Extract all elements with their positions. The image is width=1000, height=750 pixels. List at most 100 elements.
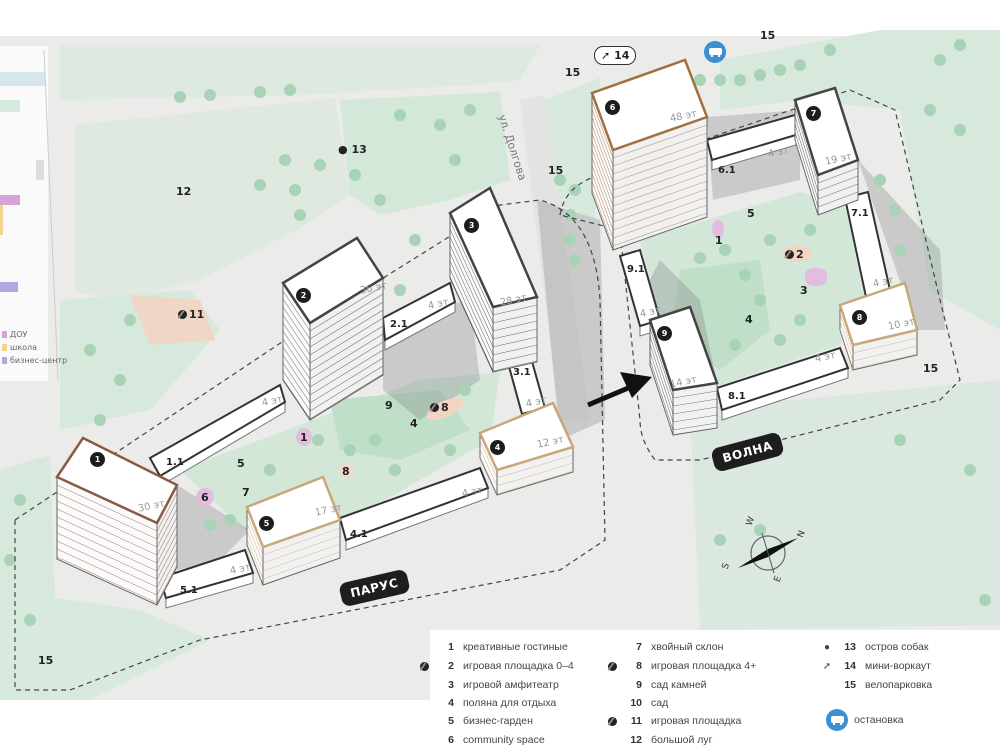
marker-dog-island[interactable]: ● 13 xyxy=(338,144,367,155)
tree-icon xyxy=(289,184,301,196)
bus-stop-icon[interactable] xyxy=(704,41,726,63)
building-number-badge[interactable]: 5 xyxy=(259,516,274,531)
marker-playground-4plus[interactable]: 8 xyxy=(430,402,449,413)
marker-number: 2 xyxy=(796,248,804,261)
tree-icon xyxy=(564,209,576,221)
tree-icon xyxy=(294,209,306,221)
connector-number[interactable]: 3.1 xyxy=(513,367,531,378)
legend-number: 13 xyxy=(844,641,856,653)
marker-workout[interactable]: ➚ 14 xyxy=(594,46,637,65)
tree-icon xyxy=(874,174,886,186)
legend-label: хвойный склон xyxy=(651,641,724,653)
building-number-badge[interactable]: 6 xyxy=(605,100,620,115)
building-number-badge[interactable]: 3 xyxy=(464,218,479,233)
building-number-badge[interactable]: 4 xyxy=(490,440,505,455)
marker-bike-parking[interactable]: 15 xyxy=(923,362,939,375)
tree-icon xyxy=(804,224,816,236)
building-8[interactable] xyxy=(838,281,919,371)
marker-business-garden[interactable]: 5 xyxy=(747,207,755,220)
connector-number[interactable]: 9.1 xyxy=(627,264,645,275)
playground-ball-icon xyxy=(607,661,617,671)
building-6[interactable] xyxy=(590,58,709,251)
building-number-badge[interactable]: 9 xyxy=(657,326,672,341)
legend-number: 9 xyxy=(636,679,642,691)
legend-label: остановка xyxy=(854,714,904,726)
paw-icon: ● xyxy=(823,641,831,653)
tree-icon xyxy=(954,124,966,136)
tree-icon xyxy=(774,64,786,76)
marker-rest-lawn[interactable]: 4 xyxy=(410,417,418,430)
tree-icon xyxy=(569,254,581,266)
connector-roof-8[interactable] xyxy=(715,346,850,412)
marker-meadow[interactable]: 12 xyxy=(176,185,192,198)
building-2[interactable] xyxy=(281,236,385,422)
building-1[interactable] xyxy=(55,436,179,606)
tree-icon xyxy=(254,86,266,98)
inset-legend-label: школа xyxy=(10,343,38,352)
marker-business-garden[interactable]: 5 xyxy=(237,457,245,470)
bus-icon xyxy=(708,47,722,57)
tree-icon xyxy=(464,104,476,116)
legend-label: сад камней xyxy=(651,679,707,691)
building-4[interactable] xyxy=(478,401,575,496)
connector-roof-4[interactable] xyxy=(338,466,490,542)
marker-amphitheatre[interactable]: 3 xyxy=(800,284,808,297)
building-3[interactable] xyxy=(448,186,539,373)
tree-icon xyxy=(934,54,946,66)
connector-roof-2[interactable] xyxy=(381,281,457,342)
marker-community-space[interactable]: 6 xyxy=(201,491,209,504)
tree-icon xyxy=(739,269,751,281)
connector-number[interactable]: 1.1 xyxy=(166,457,184,468)
marker-playground-4plus[interactable]: 8 xyxy=(342,465,350,478)
tree-icon xyxy=(349,169,361,181)
marker-number: 11 xyxy=(189,308,205,321)
legend-number: 5 xyxy=(448,715,454,727)
marker-number: 14 xyxy=(614,49,630,62)
marker-bike-parking[interactable]: 15 xyxy=(565,66,581,79)
building-number-badge[interactable]: 7 xyxy=(806,106,821,121)
dou-swatch xyxy=(2,331,7,338)
tree-icon xyxy=(954,39,966,51)
tree-icon xyxy=(444,444,456,456)
marker-bike-parking[interactable]: 15 xyxy=(548,164,564,177)
marker-bike-parking[interactable]: 15 xyxy=(760,29,776,42)
connector-number[interactable]: 5.1 xyxy=(180,585,198,596)
marker-rock-garden[interactable]: 9 xyxy=(385,399,393,412)
tree-icon xyxy=(774,334,786,346)
connector-number[interactable]: 8.1 xyxy=(728,391,746,402)
tree-icon xyxy=(124,314,136,326)
building-number-badge[interactable]: 2 xyxy=(296,288,311,303)
legend-label: большой луг xyxy=(651,734,713,746)
marker-conifer-slope[interactable]: 7 xyxy=(242,486,250,499)
connector-number[interactable]: 2.1 xyxy=(390,319,408,330)
legend-number: 10 xyxy=(630,697,642,709)
tree-icon xyxy=(369,434,381,446)
marker-rest-lawn[interactable]: 4 xyxy=(745,313,753,326)
connector-number[interactable]: 6.1 xyxy=(718,165,736,176)
tree-icon xyxy=(714,534,726,546)
connector-roof-1[interactable] xyxy=(148,383,287,478)
connector-number[interactable]: 7.1 xyxy=(851,208,869,219)
marker-bike-parking[interactable]: 15 xyxy=(38,654,54,667)
marker-playground[interactable]: 11 xyxy=(178,309,204,320)
tree-icon xyxy=(204,89,216,101)
marker-number: 8 xyxy=(441,401,449,414)
legend-label: игровая площадка 0–4 xyxy=(463,660,574,672)
marker-playground-0-4[interactable]: 2 xyxy=(785,249,804,260)
building-number-badge[interactable]: 8 xyxy=(852,310,867,325)
tree-icon xyxy=(754,524,766,536)
marker-creative-lounge[interactable]: 1 xyxy=(300,431,308,444)
connector-number[interactable]: 4.1 xyxy=(350,529,368,540)
tree-icon xyxy=(694,74,706,86)
tree-icon xyxy=(264,464,276,476)
legend-number: 6 xyxy=(448,734,454,746)
marker-creative-lounge[interactable]: 1 xyxy=(715,234,723,247)
tree-icon xyxy=(569,184,581,196)
building-number-badge[interactable]: 1 xyxy=(90,452,105,467)
tree-icon xyxy=(754,294,766,306)
